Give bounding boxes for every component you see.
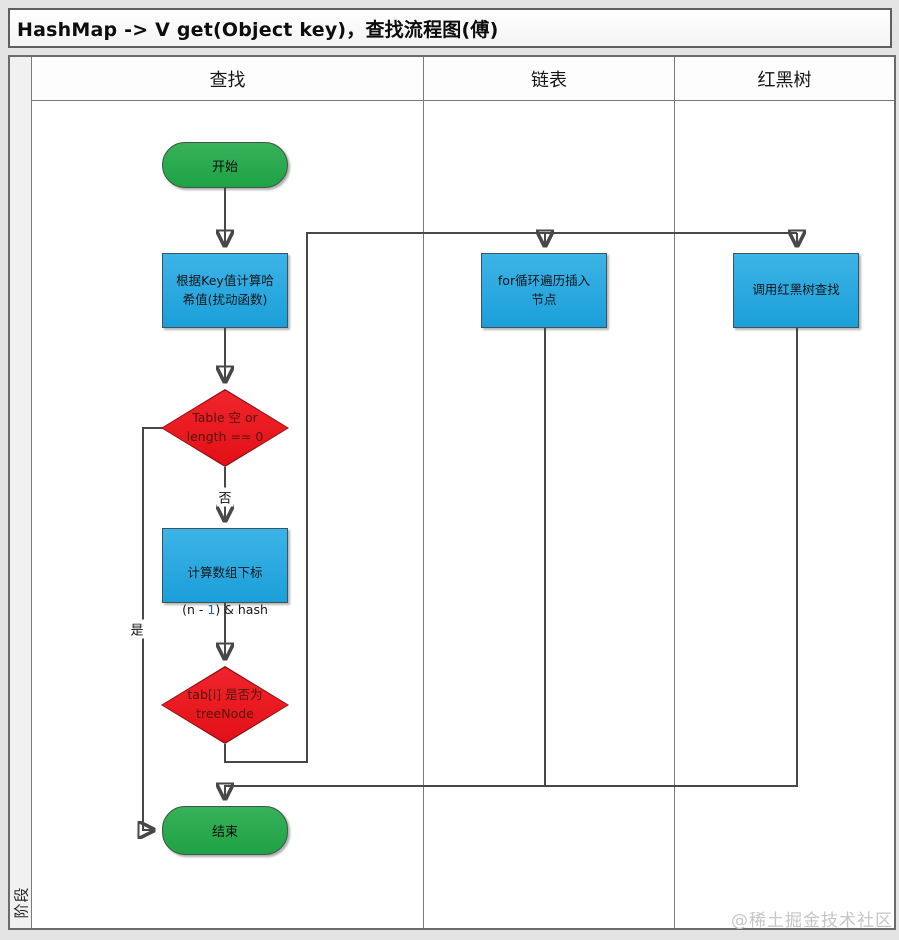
compute-hash-node: 根据Key值计算哈 希值(扰动函数) bbox=[162, 253, 288, 328]
compute-index-node: 计算数组下标 (n - 1) & hash bbox=[162, 528, 288, 617]
edge-label-yes: 是 bbox=[128, 619, 146, 639]
lane-divider-2 bbox=[674, 101, 675, 928]
edge-label-no: 否 bbox=[216, 487, 234, 507]
diagram-title-bar: HashMap -> V get(Object key)，查找流程图(傅) bbox=[8, 8, 892, 48]
lane-header-row: 查找 链表 红黑树 bbox=[32, 57, 894, 101]
stage-strip: 阶段 bbox=[10, 57, 32, 928]
stage-label-wrap: 阶段 bbox=[10, 872, 32, 932]
stage-label: 阶段 bbox=[12, 885, 31, 919]
lane-header-linkedlist: 链表 bbox=[423, 57, 674, 100]
lane-divider-1 bbox=[423, 101, 424, 928]
compute-index-line2: (n - 1) & hash bbox=[163, 601, 287, 620]
for-loop-node: for循环遍历插入 节点 bbox=[481, 253, 607, 328]
watermark: @稀土掘金技术社区 bbox=[731, 911, 893, 931]
redblack-lookup-node: 调用红黑树查找 bbox=[733, 253, 859, 328]
diagram-title: HashMap -> V get(Object key)，查找流程图(傅) bbox=[17, 18, 499, 41]
compute-index-line1: 计算数组下标 bbox=[187, 564, 263, 580]
lane-header-lookup: 查找 bbox=[209, 69, 246, 91]
start-node: 开始 bbox=[162, 142, 288, 188]
index-num: 1 bbox=[207, 602, 216, 618]
index-pre: (n - bbox=[182, 602, 208, 618]
end-node: 结束 bbox=[162, 806, 288, 855]
swimlane-frame: 阶段 查找 链表 红黑树 bbox=[8, 55, 896, 930]
lane-header-redblacktree: 红黑树 bbox=[674, 57, 894, 100]
index-post: ) & hash bbox=[215, 602, 268, 618]
